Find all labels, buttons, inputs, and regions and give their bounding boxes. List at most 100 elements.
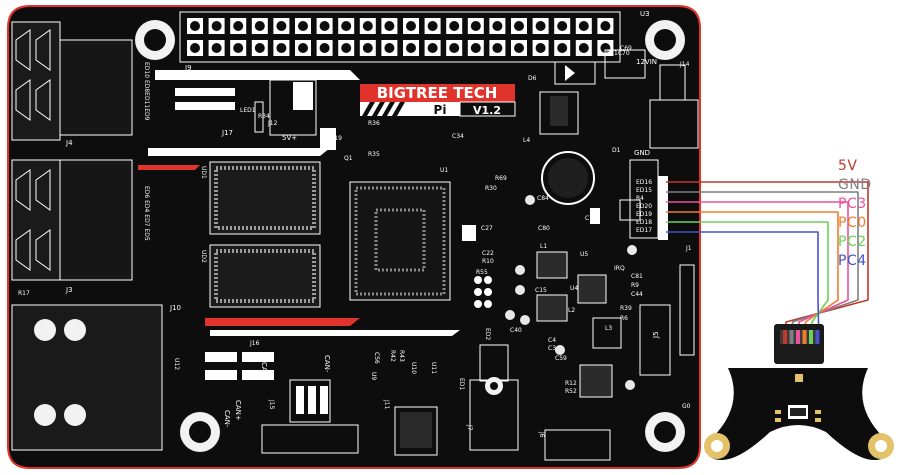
gpio-pin-hole	[233, 21, 244, 31]
gpio-pin-hole	[578, 43, 589, 53]
gpio-pin-hole	[384, 21, 395, 31]
power-components	[462, 195, 641, 398]
gpio-pin-hole	[233, 43, 244, 53]
silk-pg19: PG19	[326, 135, 342, 142]
silk-l2: L2	[568, 307, 575, 314]
header-pin	[660, 210, 666, 214]
gpio-pin-hole	[427, 43, 438, 53]
gpio-pin-hole	[492, 43, 503, 53]
silk-pin-label: ED15	[636, 187, 652, 194]
sensor-pin-gnd	[789, 330, 794, 344]
silk-j17: J17	[221, 129, 233, 137]
silk-j3: J3	[65, 286, 73, 294]
top-components	[175, 49, 699, 205]
gpio-pin-hole	[254, 21, 265, 31]
gpio-pin-hole	[298, 21, 308, 31]
model-version: V1.2	[473, 104, 501, 117]
silk-q1: Q1	[344, 155, 353, 162]
silk-j12: J12	[267, 120, 278, 127]
silk-c80: C80	[538, 225, 550, 232]
lower-components	[205, 264, 695, 461]
silk-c3: C3	[548, 345, 556, 352]
sensor-connector-pins	[783, 330, 820, 344]
silk-c15: C15	[535, 287, 547, 294]
sensor-pin-pc4	[815, 330, 820, 344]
sensor-pin-pc2	[809, 330, 813, 344]
gpio-pin-hole	[535, 21, 546, 31]
gpio-pin-hole	[319, 43, 330, 53]
silk-j6: J6	[538, 431, 545, 438]
silk-pin-label: ED19	[636, 211, 652, 218]
ram-chip-top	[209, 161, 321, 235]
silk-can-minus-left: CAN-	[260, 362, 268, 380]
legend-label-gnd: GND	[838, 177, 872, 193]
silk-r17: R17	[18, 290, 30, 297]
gpio-pin-hole	[362, 43, 373, 53]
gpio-pin-hole	[341, 43, 352, 53]
legend-label-pc2: PC2	[838, 234, 867, 250]
silk-c40: C40	[510, 327, 522, 334]
silk-ed1: ED1	[458, 378, 465, 390]
silk-pin-label: R4	[636, 195, 644, 202]
silk-g0: G0	[682, 403, 691, 410]
silk-l1: L1	[540, 243, 547, 250]
silk-c56: C56	[373, 352, 380, 364]
mounting-hole-tr	[645, 20, 685, 60]
silk-j5: J5	[652, 331, 660, 339]
gpio-pin-hole	[514, 21, 524, 31]
silk-pin-label: ED20	[636, 203, 652, 210]
bigtreetech-pi-board: J9 U3 ED10 ED8ED11ED9 ED6 ED4 ED7 ED5 J4…	[7, 5, 701, 469]
gpio-pin-hole	[276, 21, 287, 31]
soc-chip	[349, 181, 451, 301]
silk-r43: R43	[398, 350, 405, 362]
silk-r9: R9	[631, 282, 639, 289]
gpio-pin-hole	[211, 43, 222, 53]
silk-r34: R34	[258, 113, 270, 120]
gpio-pin-hole	[254, 43, 265, 53]
silk-led-top: ED10 ED8ED11ED9	[143, 62, 150, 121]
silk-ud2: UD2	[200, 250, 207, 263]
mounting-hole-bl	[180, 412, 220, 452]
silk-12vin: 12VIN	[636, 58, 657, 66]
gpio-pin-hole	[362, 21, 373, 31]
gpio-pin-hole	[557, 43, 568, 53]
header-pin	[660, 200, 666, 204]
gpio-pin-hole	[514, 43, 524, 53]
silk-d1: D1	[612, 147, 621, 154]
legend-label-5v: 5V	[838, 158, 858, 174]
silk-irq: IRQ	[614, 265, 625, 272]
silk-j14: J14	[679, 61, 690, 68]
gpio-pin-hole	[190, 43, 200, 53]
silk-u10: U10	[410, 362, 417, 374]
legend-label-pc0: PC0	[838, 215, 867, 231]
silk-ud1: UD1	[200, 166, 207, 179]
silk-j16: J16	[249, 340, 260, 347]
header-pin	[660, 230, 666, 234]
silk-led-mid: ED6 ED4 ED7 ED5	[143, 186, 150, 241]
silk-d6: D6	[528, 75, 537, 82]
silk-5v: 5V+	[282, 134, 297, 142]
silk-j15: J15	[268, 399, 275, 410]
silk-c34: C34	[452, 133, 464, 140]
silk-r12: R12	[565, 380, 577, 387]
silk-gnd: GND	[634, 149, 650, 157]
sensor-header	[629, 159, 668, 240]
accelerometer-board	[704, 324, 894, 460]
gpio-pin-hole	[535, 43, 546, 53]
silk-l4: L4	[523, 137, 530, 144]
legend-label-pc4: PC4	[838, 253, 867, 269]
model-name: Pi	[434, 103, 447, 117]
header-pin	[660, 190, 666, 194]
silk-l3: L3	[605, 325, 612, 332]
silk-r35: R35	[368, 151, 380, 158]
silk-led1: LED1	[240, 107, 256, 114]
silk-c84: C84	[537, 195, 549, 202]
silk-c27: C27	[481, 225, 493, 232]
silk-pin-label: ED16	[636, 179, 652, 186]
silk-c71c70: C71C70	[606, 50, 630, 57]
gpio-pin-hole	[298, 43, 308, 53]
silk-c59: C59	[555, 355, 567, 362]
silk-u1: U1	[440, 167, 448, 174]
silk-c79: C79	[585, 215, 597, 222]
legend-label-pc3: PC3	[838, 196, 867, 212]
